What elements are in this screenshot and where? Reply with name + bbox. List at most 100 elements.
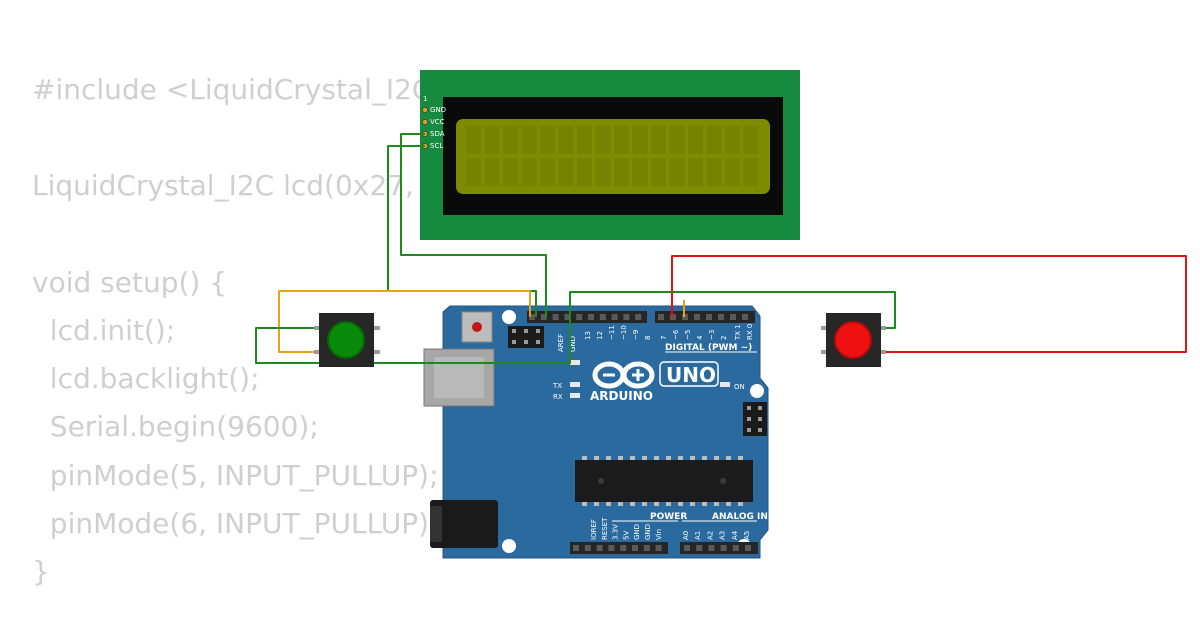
header-pin[interactable] [540,314,547,320]
header-pin[interactable] [708,545,715,551]
lcd-cell [632,126,648,154]
header-pin[interactable] [564,314,571,320]
dc-power-jack [430,500,498,548]
dc-jack-front [430,506,442,542]
icsp-header-right [743,402,767,436]
digital-pin-label-group: 8 [644,336,652,340]
green-button-cap[interactable] [327,321,365,359]
power-pin-label-group: GND [633,524,641,540]
lcd-module[interactable]: 1 GND VCC SDA SCL [420,70,800,240]
header-pin[interactable] [529,314,535,320]
header-pin[interactable] [684,545,690,551]
lcd-cell [466,126,481,154]
wire-green-button-orange[interactable] [278,290,531,326]
header-pin[interactable] [655,545,662,551]
lcd-pin-label: SDA [430,130,445,138]
wire-sda[interactable] [400,133,547,317]
header-pin[interactable] [694,314,700,320]
pin-label-aref: AREF [557,334,565,352]
power-pin-label: GND [644,524,652,540]
green-push-button[interactable] [314,313,380,367]
wire-gnd-bus[interactable] [255,291,896,364]
lcd-pin-vcc[interactable] [422,119,428,125]
lcd-cell [725,126,740,154]
header-pin[interactable] [552,314,559,320]
power-pin-label-group: 3.3V [612,524,620,540]
pin-label-gnd: GND [569,336,577,352]
header-pin[interactable] [584,545,591,551]
digital-pin-label: ~6 [672,329,680,340]
header-pin[interactable] [732,545,739,551]
header-pin[interactable] [588,314,594,320]
header-pin[interactable] [696,545,703,551]
uno-badge [659,361,719,387]
lcd-cell [651,158,666,186]
wire-red-button[interactable] [671,255,1187,353]
header-pin[interactable] [742,314,748,320]
digital-pin-label-group: 13 [584,331,592,340]
chip-leg [678,502,683,506]
lcd-cell [521,158,537,186]
wire-green-button-orange-b[interactable] [278,326,320,353]
header-pin[interactable] [576,314,583,320]
header-pin[interactable] [635,314,642,320]
digital-pin-label: ~10 [620,325,628,340]
lcd-cell [743,126,759,154]
header-pin[interactable] [745,545,751,551]
chip-leg [618,456,623,460]
chip-leg [594,456,599,460]
analog-pin-label-group: A1 [694,531,702,540]
digital-pin-label: 4 [696,335,704,340]
lcd-cell [577,158,592,186]
mounting-hole [750,384,764,398]
icsp-pins [512,329,540,344]
button-leg [314,350,320,354]
code-line: lcd.backlight(); [32,362,260,396]
header-pin[interactable] [599,314,606,320]
digital-pin-label-group: 12 [596,331,604,340]
lcd-cell [503,158,518,186]
code-line: lcd.init(); [32,313,176,347]
lcd-cell [558,126,574,154]
header-pin[interactable] [623,314,630,320]
header-pin[interactable] [643,545,650,551]
digital-header-pins [529,314,748,320]
chip-leg [642,502,647,506]
header-pin[interactable] [720,545,727,551]
chip-leg [666,502,671,506]
header-pin[interactable] [608,545,615,551]
header-pin[interactable] [611,314,618,320]
digital-pin-label: ~3 [708,330,716,340]
power-pin-label-group: RESET [601,517,609,540]
chip-legs [582,456,743,506]
header-pin[interactable] [596,545,603,551]
header-pin[interactable] [730,314,736,320]
lcd-cell [595,126,611,154]
power-header [570,542,668,554]
red-button-cap[interactable] [834,321,872,359]
header-pin[interactable] [632,545,638,551]
header-pin[interactable] [658,314,664,320]
chip-leg [702,456,707,460]
digital-pin-label-group: 7 [660,336,668,340]
lcd-cell [614,158,629,186]
header-pin[interactable] [718,314,724,320]
led-l [570,360,580,365]
chip-notch [720,478,726,484]
header-pin[interactable] [573,545,579,551]
code-line: void setup() { [32,265,228,299]
header-pin[interactable] [706,314,712,320]
power-pin-label: IOREF [590,519,598,540]
header-pin[interactable] [620,545,627,551]
analog-pin-label-group: A2 [706,531,714,540]
arduino-logo-text: ARDUINO [590,389,653,403]
digital-pin-label: 8 [644,336,652,340]
lcd-pin-gnd[interactable] [422,107,428,113]
power-pin-label-group: 5V [622,531,630,540]
lcd-pin-label: GND [430,106,446,114]
lcd-cell [743,158,759,186]
analog-pin-label-group: A3 [719,531,727,540]
red-push-button[interactable] [821,313,886,367]
